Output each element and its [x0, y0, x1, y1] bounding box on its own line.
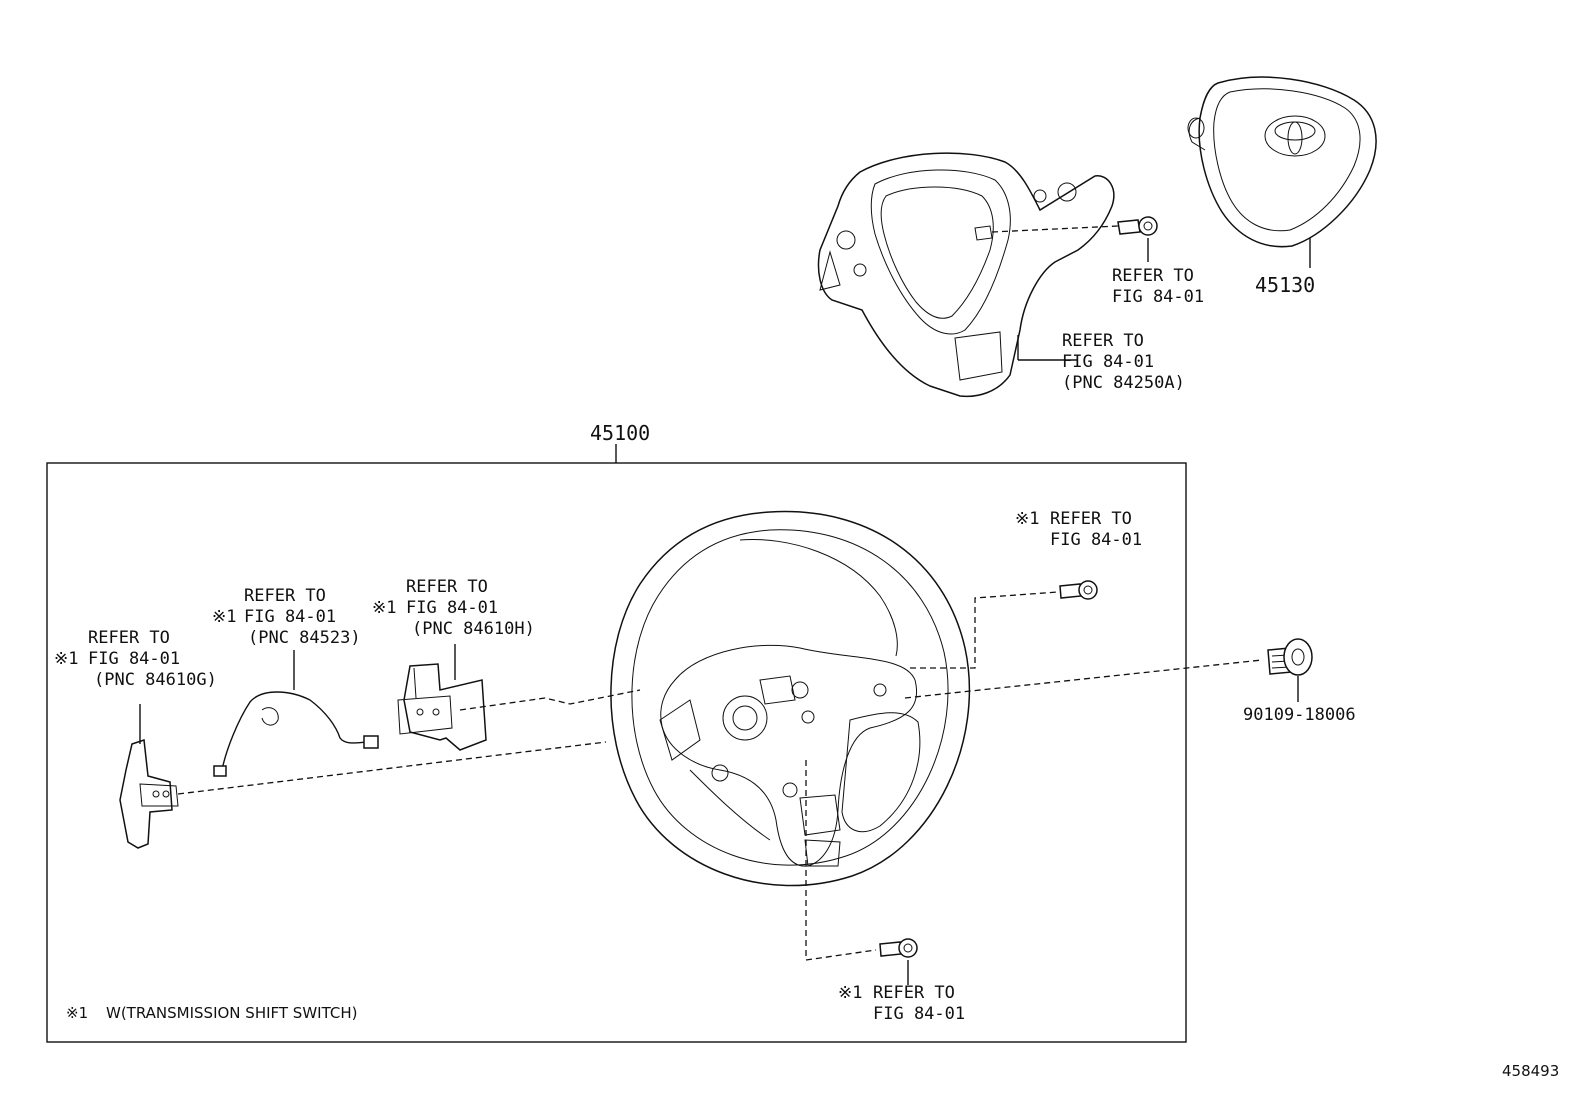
fig-ref-link[interactable]: FIG 84-01	[1112, 287, 1204, 307]
screw-90109[interactable]	[1267, 638, 1313, 702]
refer-to-label: REFER TO	[244, 586, 326, 606]
screw-part-number-label[interactable]: 90109-18006	[1243, 705, 1356, 725]
footnote-text: W(TRANSMISSION SHIFT SWITCH)	[106, 1004, 357, 1022]
assembly-frame	[46, 462, 1187, 1043]
toyota-logo	[1264, 115, 1326, 157]
airbag-module[interactable]	[1187, 76, 1377, 268]
refer-to-label: REFER TO	[1050, 509, 1132, 529]
airbag-part-number-label[interactable]: 45130	[1255, 273, 1315, 297]
note-mark: ※1	[372, 598, 396, 618]
pnc-84610h-label: (PNC 84610H)	[412, 619, 535, 639]
bolt-wheel-right[interactable]	[1059, 580, 1098, 600]
fig-ref-link[interactable]: FIG 84-01	[88, 649, 180, 669]
refer-to-label: REFER TO	[1062, 331, 1144, 351]
note-mark: ※1	[212, 607, 236, 627]
refer-to-label: REFER TO	[406, 577, 488, 597]
bolt-spoke-cover[interactable]	[1117, 216, 1158, 262]
note-mark: ※1	[1015, 509, 1039, 529]
pnc-84250a-label: (PNC 84250A)	[1062, 373, 1185, 393]
shift-switch-84610h[interactable]	[397, 644, 487, 751]
fig-ref-link[interactable]: FIG 84-01	[244, 607, 336, 627]
refer-to-label: REFER TO	[873, 983, 955, 1003]
note-mark: ※1	[54, 649, 78, 669]
wire-harness-84523[interactable]	[213, 650, 379, 777]
steering-wheel[interactable]	[610, 510, 971, 887]
fig-ref-link[interactable]: FIG 84-01	[1050, 530, 1142, 550]
note-mark: ※1	[838, 983, 862, 1003]
fig-ref-link[interactable]: FIG 84-01	[406, 598, 498, 618]
refer-to-label: REFER TO	[1112, 266, 1194, 286]
pnc-84523-label: (PNC 84523)	[248, 628, 361, 648]
fig-ref-link[interactable]: FIG 84-01	[1062, 352, 1154, 372]
refer-to-label: REFER TO	[88, 628, 170, 648]
note-mark: ※1	[66, 1004, 88, 1022]
fig-ref-link[interactable]: FIG 84-01	[873, 1004, 965, 1024]
spoke-cover[interactable]	[817, 152, 1119, 398]
shift-switch-84610g[interactable]	[119, 704, 179, 849]
assembly-number-label[interactable]: 45100	[590, 421, 650, 445]
pnc-84610g-label: (PNC 84610G)	[94, 670, 217, 690]
drawing-id: 458493	[1502, 1062, 1559, 1080]
bolt-wheel-bottom[interactable]	[879, 938, 918, 985]
